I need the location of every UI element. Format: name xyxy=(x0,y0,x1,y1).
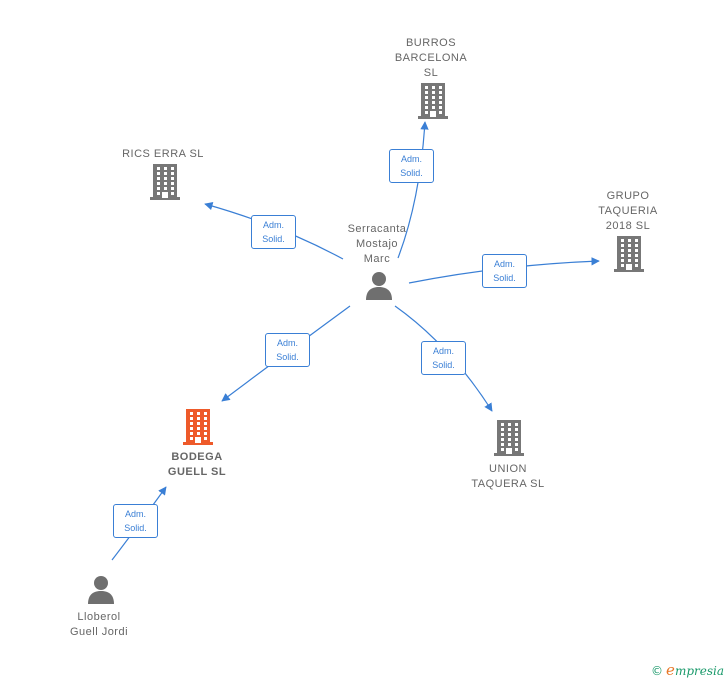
edge-label: Adm. Solid. xyxy=(265,333,310,367)
node-label-union[interactable]: UNION TAQUERA SL xyxy=(471,463,545,490)
edge-label: Adm. Solid. xyxy=(482,254,527,288)
node-label-burros[interactable]: BURROS BARCELONA SL xyxy=(394,37,468,79)
edge-label: Adm. Solid. xyxy=(421,341,466,375)
empresia-brand[interactable]: ©empresia xyxy=(651,661,724,679)
empresia-logo-initial: e xyxy=(666,661,675,679)
person-icon[interactable] xyxy=(364,270,394,305)
building-icon[interactable] xyxy=(149,164,181,205)
node-label-bodega[interactable]: BODEGA GUELL SL xyxy=(167,451,227,478)
building-icon[interactable] xyxy=(182,409,214,450)
building-icon[interactable] xyxy=(493,420,525,461)
edge-person-serracanta-to-burros xyxy=(397,121,429,259)
node-label-rics[interactable]: RICS ERRA SL xyxy=(122,148,204,160)
copyright-icon: © xyxy=(651,664,664,678)
person-icon[interactable] xyxy=(86,574,116,609)
building-icon[interactable] xyxy=(417,83,449,124)
edge-label: Adm. Solid. xyxy=(251,215,296,249)
node-label-person-lloberol[interactable]: Lloberol Guell Jordi xyxy=(69,611,129,638)
node-label-person-serracanta[interactable]: Serracanta Mostajo Marc xyxy=(347,223,407,265)
edge-label: Adm. Solid. xyxy=(389,149,434,183)
edge-label: Adm. Solid. xyxy=(113,504,158,538)
building-icon[interactable] xyxy=(613,236,645,277)
empresia-logo-text: mpresia xyxy=(674,664,724,678)
node-label-grupo[interactable]: GRUPO TAQUERIA 2018 SL xyxy=(598,190,658,232)
